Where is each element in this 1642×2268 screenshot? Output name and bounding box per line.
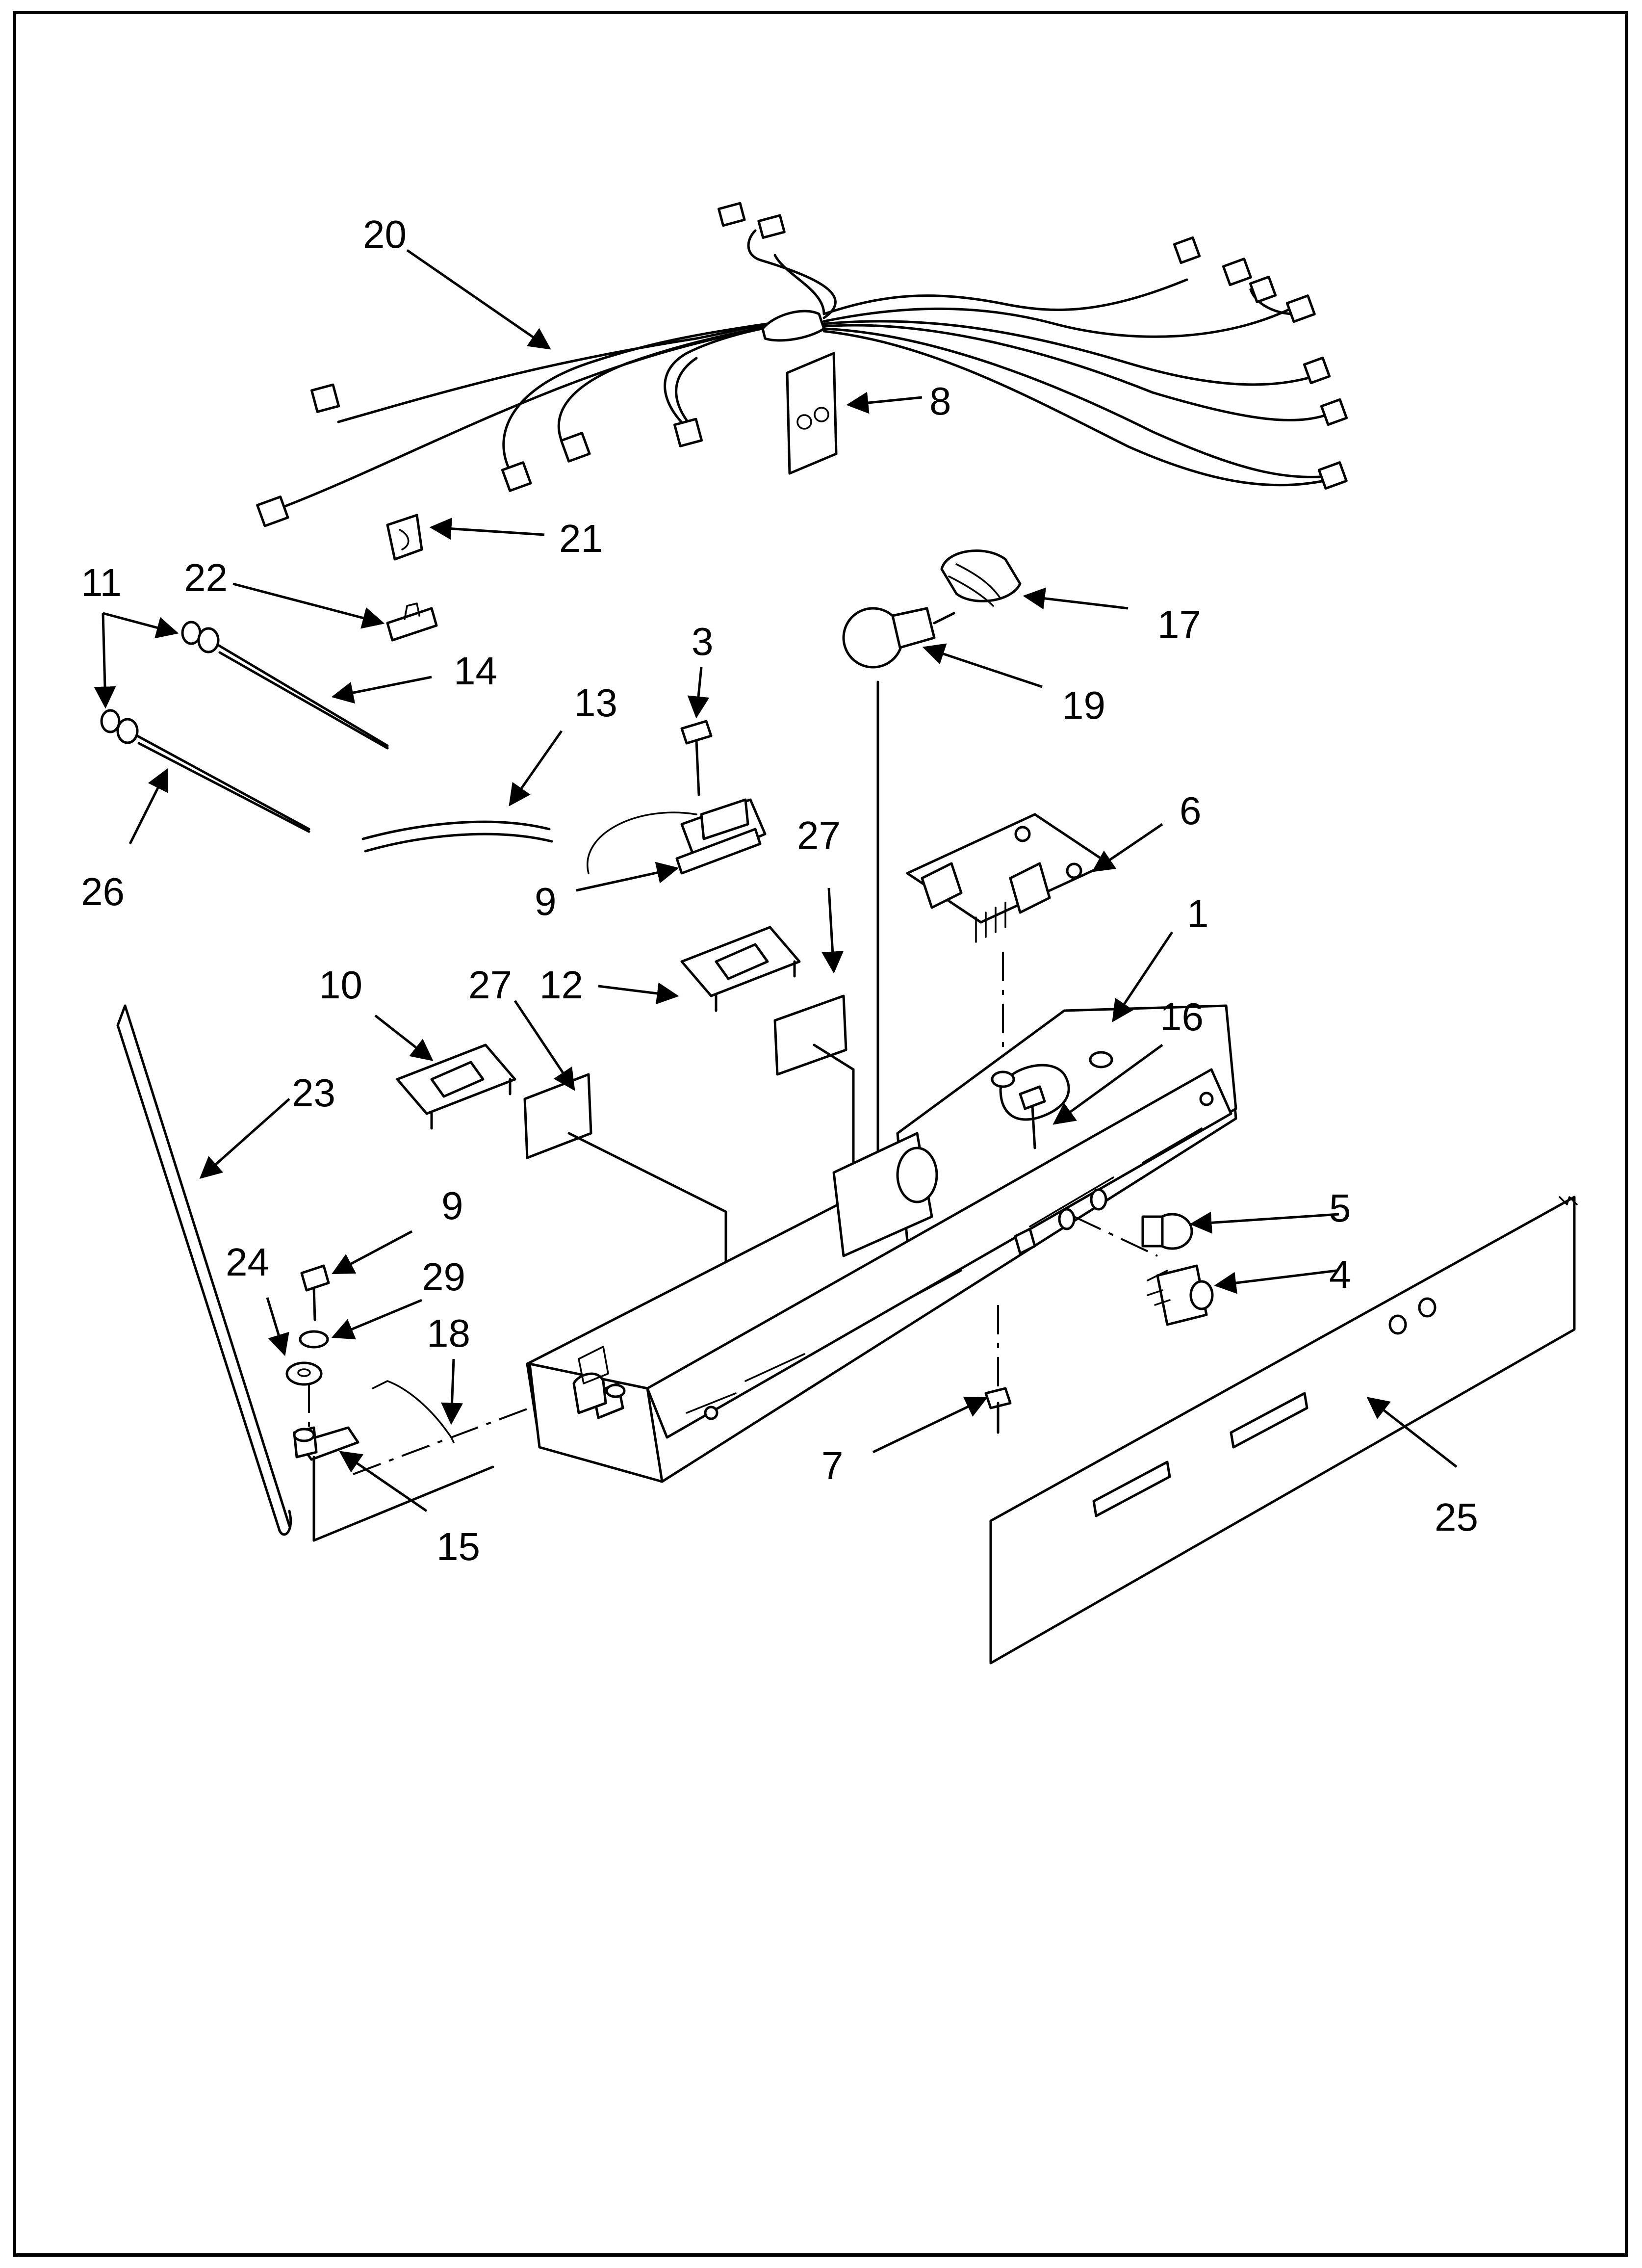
callout-25: 25 bbox=[1435, 1495, 1478, 1539]
front-trim-panel bbox=[989, 1196, 1578, 1665]
callout-5: 5 bbox=[1329, 1186, 1351, 1230]
label-leader-line bbox=[567, 1132, 727, 1213]
bracket-10 bbox=[396, 1043, 516, 1130]
drain-hose bbox=[361, 820, 551, 840]
callout-17: 17 bbox=[1157, 602, 1201, 646]
callout-16: 16 bbox=[1160, 995, 1204, 1039]
drain-hose-edge bbox=[364, 833, 553, 853]
callout-23: 23 bbox=[292, 1071, 335, 1115]
spring-18 bbox=[372, 1380, 455, 1443]
callout-27-left: 27 bbox=[468, 963, 512, 1007]
support-rod bbox=[116, 1004, 292, 1536]
screw-3 bbox=[680, 720, 713, 796]
knob-axis bbox=[1074, 1216, 1158, 1257]
wire-harness bbox=[256, 202, 1348, 527]
callout-7: 7 bbox=[821, 1444, 844, 1487]
light-bulb bbox=[842, 607, 955, 1159]
rotary-switch bbox=[1147, 1264, 1214, 1326]
capillary-tubes bbox=[100, 621, 389, 833]
callout-numbers: 20 8 21 11 22 14 13 3 26 9 17 19 6 27 1 … bbox=[81, 212, 1478, 1568]
callout-18: 18 bbox=[427, 1311, 470, 1355]
foam-pad bbox=[786, 352, 838, 475]
callout-1: 1 bbox=[1187, 892, 1209, 936]
callout-15: 15 bbox=[436, 1525, 480, 1568]
screw-16 bbox=[1019, 1085, 1046, 1149]
washer-24-hole bbox=[297, 1368, 311, 1377]
callout-6: 6 bbox=[1180, 789, 1202, 833]
bracket-12 bbox=[680, 926, 801, 1012]
hinge-bracket bbox=[293, 1426, 359, 1542]
thermostat-switch bbox=[587, 798, 767, 875]
callout-14: 14 bbox=[454, 649, 497, 693]
washer-24 bbox=[285, 1361, 323, 1386]
callout-9-upper: 9 bbox=[535, 880, 557, 923]
callout-27-right: 27 bbox=[797, 813, 841, 857]
callout-29: 29 bbox=[422, 1255, 465, 1299]
control-board bbox=[906, 813, 1110, 943]
screw-7 bbox=[984, 1387, 1012, 1434]
callout-20: 20 bbox=[363, 212, 407, 256]
callout-9-lower: 9 bbox=[441, 1184, 463, 1227]
callout-13: 13 bbox=[574, 681, 617, 725]
wire-clip bbox=[386, 514, 423, 561]
callout-3: 3 bbox=[692, 620, 714, 663]
callout-22: 22 bbox=[184, 556, 228, 600]
screw-9-lower bbox=[300, 1264, 330, 1321]
retainer-clip bbox=[386, 602, 438, 642]
label-27-right bbox=[773, 994, 847, 1076]
hinge-centerline bbox=[353, 1407, 530, 1475]
leader-arrows bbox=[94, 249, 1458, 1512]
callout-26: 26 bbox=[81, 870, 125, 913]
callout-21: 21 bbox=[559, 517, 603, 560]
knob bbox=[1141, 1213, 1193, 1250]
label-leader-line-3 bbox=[813, 1043, 855, 1071]
light-socket bbox=[940, 549, 1022, 607]
callout-11: 11 bbox=[81, 561, 122, 604]
callout-19: 19 bbox=[1062, 683, 1105, 727]
label-27-left bbox=[523, 1073, 592, 1159]
hinge-leader bbox=[312, 1465, 494, 1542]
callout-4: 4 bbox=[1329, 1252, 1351, 1296]
callout-12: 12 bbox=[539, 963, 583, 1007]
callout-8: 8 bbox=[929, 379, 951, 423]
washer-29 bbox=[299, 1330, 329, 1349]
callout-10: 10 bbox=[319, 963, 362, 1007]
callout-24: 24 bbox=[226, 1240, 269, 1284]
